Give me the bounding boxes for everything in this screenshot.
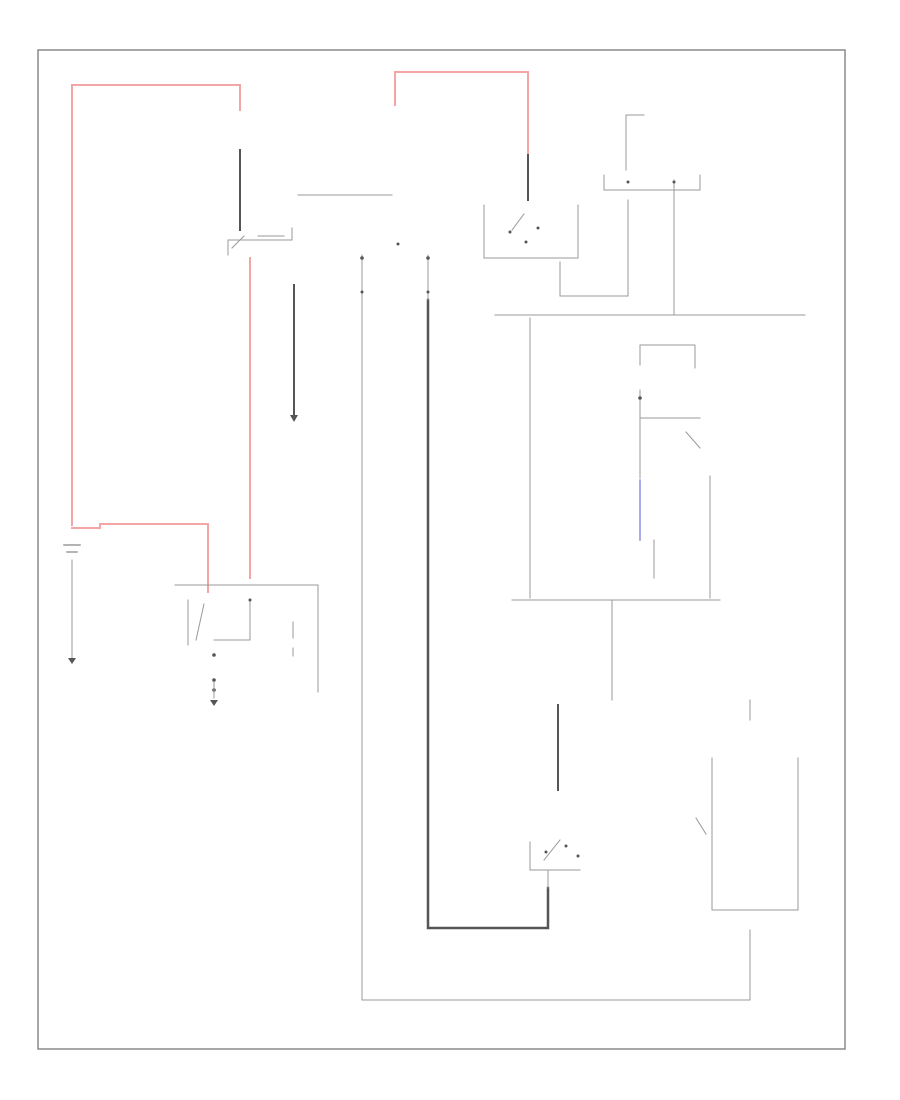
junction-dots (248, 180, 676, 602)
starter-cut-relay-top-wire (639, 344, 696, 369)
ignition-contact-1 (508, 230, 512, 234)
battery-feed-wire-left (71, 84, 241, 526)
starter-motor (187, 599, 294, 699)
ground-arrow-center (290, 415, 298, 422)
diagram-frame (37, 49, 846, 1050)
ignition-switch (483, 114, 701, 259)
signal-wires (71, 179, 806, 1001)
trans-range-blade (543, 839, 561, 861)
starter-terminal-b (212, 678, 216, 682)
starter-cut-relay-contact (638, 396, 642, 400)
junction-dot (426, 256, 430, 260)
starter-terminal-a (212, 653, 216, 657)
ignition-output-wire (559, 199, 629, 297)
ground-wire-trans-range (426, 298, 550, 930)
battery-to-starter-wire (71, 523, 209, 593)
ignition-switch-box (483, 204, 579, 259)
junction-dot (248, 598, 252, 602)
trans-range-contact-1 (544, 850, 548, 854)
starter-relay-contact (227, 227, 293, 256)
trans-range-contact-2 (564, 844, 568, 848)
junction-dot (396, 242, 400, 246)
clutch-switch-blade (695, 817, 707, 835)
junction-dot (426, 290, 430, 294)
starter-cut-relay (638, 344, 701, 579)
transmission-range-switch (529, 839, 581, 889)
junction-dot (626, 180, 630, 184)
battery-ground-arrow (68, 658, 76, 664)
ignition-contact-2 (524, 240, 528, 244)
ignition-ring-frame (603, 174, 701, 191)
starter-relay-arm (231, 235, 245, 249)
junction-dot (360, 256, 364, 260)
clutch-pedal-switch (695, 699, 751, 835)
starter-relay (227, 227, 293, 256)
ground-icon (210, 700, 218, 706)
starter-cut-relay-arm (685, 431, 701, 449)
junction-dot (360, 290, 364, 294)
ground-wires (239, 149, 559, 930)
trans-range-contact-3 (576, 854, 580, 858)
battery-feed-wires (71, 71, 529, 593)
junction-dot (672, 180, 676, 184)
ignition-contact-3 (536, 226, 540, 230)
battery-feed-wire-ignition (394, 71, 529, 156)
ground-g1 (210, 700, 218, 706)
clutch-switch-loop-wire (361, 299, 751, 1001)
trans-range-box (529, 841, 581, 871)
starter-switch-arm (195, 603, 205, 641)
ignition-switch-blade (511, 213, 525, 231)
battery (63, 544, 81, 664)
